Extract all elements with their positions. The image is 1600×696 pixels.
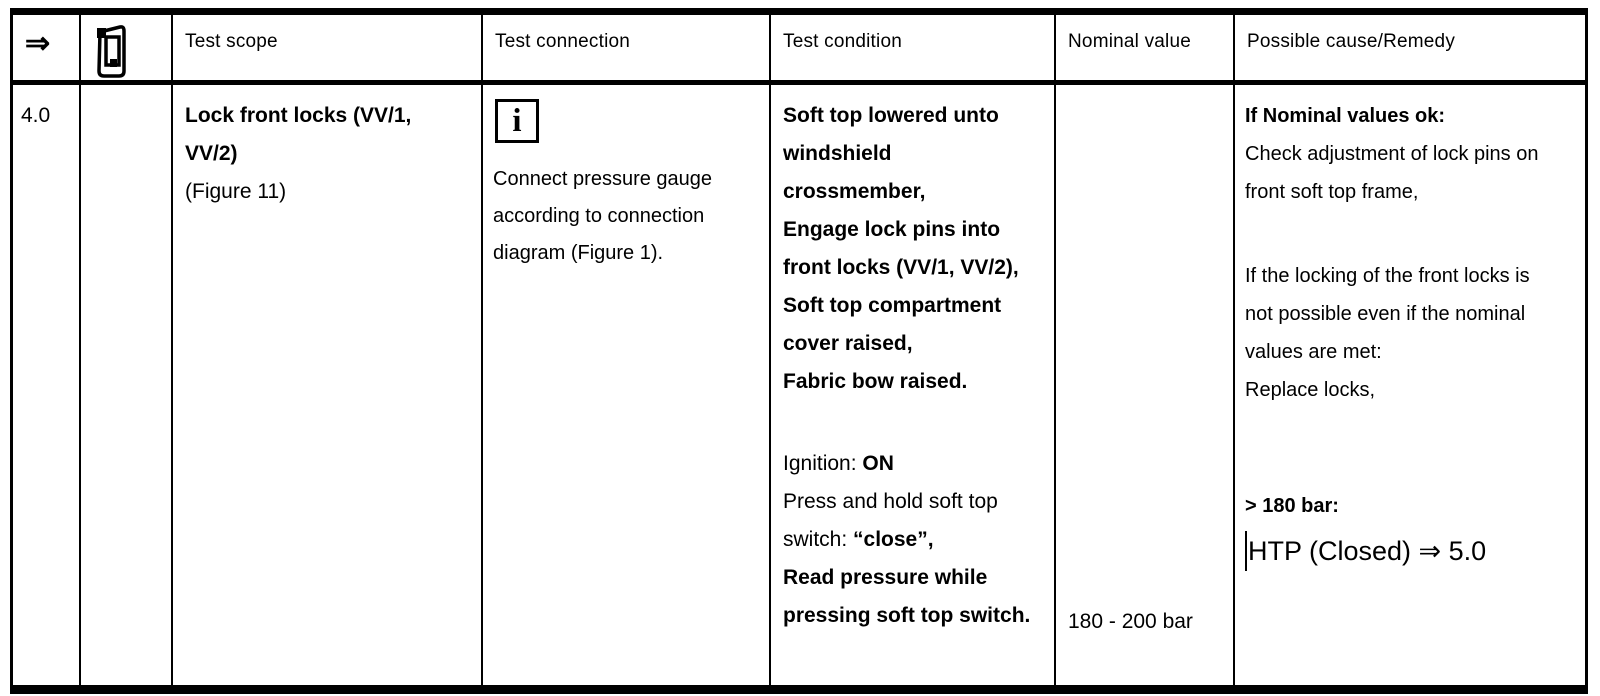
test-condition-text: Soft top lowered unto	[783, 104, 999, 127]
test-condition-text: Read pressure while	[783, 566, 988, 589]
info-icon: i	[495, 99, 539, 143]
info-icon-glyph: i	[512, 102, 522, 139]
test-scope-title: Lock front locks (VV/1,	[185, 104, 412, 127]
switch-label: switch:	[783, 528, 854, 551]
header-test-condition: Test condition	[769, 15, 1054, 85]
header-tester-column	[79, 15, 171, 85]
test-condition-text: windshield	[783, 142, 892, 165]
pressure-threshold-heading: > 180 bar:	[1245, 495, 1339, 517]
remedy-text: not possible even if the nominal	[1245, 303, 1526, 325]
test-scope-cell: Lock front locks (VV/1, VV/2) (Figure 11…	[171, 85, 481, 685]
figure-reference: (Figure 11)	[185, 180, 287, 203]
step-number: 4.0	[21, 104, 51, 127]
test-connection-text: diagram (Figure 1).	[493, 242, 664, 264]
header-nominal-value: Nominal value	[1054, 15, 1233, 85]
test-condition-text: crossmember,	[783, 180, 926, 203]
test-scope-title: VV/2)	[185, 142, 238, 165]
test-condition-text: Soft top compartment	[783, 294, 1002, 317]
nominal-value-cell: 180 - 200 bar	[1054, 85, 1233, 685]
test-connection-text: according to connection	[493, 205, 705, 227]
test-condition-text: Fabric bow raised.	[783, 370, 968, 393]
ignition-state-line: Ignition: ON	[783, 445, 1042, 483]
pressure-action: HTP (Closed) ⇒ 5.0	[1245, 531, 1486, 571]
header-test-connection: Test connection	[481, 15, 769, 85]
test-condition-text: cover raised,	[783, 332, 913, 355]
remedy-heading: If Nominal values ok:	[1245, 105, 1446, 127]
diagnostic-test-table: ⇒ Test scope Test connection Test condit…	[10, 8, 1588, 694]
remedy-text: values are met:	[1245, 341, 1382, 363]
test-condition-text: Engage lock pins into	[783, 218, 1001, 241]
remedy-text: Check adjustment of lock pins on	[1245, 143, 1539, 165]
hand-tester-icon	[97, 25, 126, 78]
header-step-column: ⇒	[13, 15, 79, 85]
test-connection-cell: i Connect pressure gauge according to co…	[481, 85, 769, 685]
double-arrow-icon: ⇒	[25, 27, 51, 60]
test-condition-cell: Soft top lowered unto windshield crossme…	[769, 85, 1054, 685]
possible-cause-remedy-cell: If Nominal values ok: Check adjustment o…	[1233, 85, 1585, 685]
header-test-scope: Test scope	[171, 15, 481, 85]
remedy-text: front soft top frame,	[1245, 181, 1419, 203]
nominal-value: 180 - 200 bar	[1068, 610, 1193, 633]
test-condition-text: Press and hold soft top	[783, 490, 998, 513]
switch-action-line: switch: “close”,	[783, 521, 1042, 559]
header-possible-cause-remedy: Possible cause/Remedy	[1233, 15, 1585, 85]
remedy-text: If the locking of the front locks is	[1245, 265, 1530, 287]
test-condition-text: front locks (VV/1, VV/2),	[783, 256, 1019, 279]
test-condition-text: pressing soft top switch.	[783, 604, 1031, 627]
tester-column-cell	[79, 85, 171, 685]
remedy-text: Replace locks,	[1245, 379, 1376, 401]
ignition-value: ON	[862, 452, 894, 475]
switch-value: “close”,	[853, 528, 934, 551]
ignition-label: Ignition:	[783, 452, 863, 475]
step-number-cell: 4.0	[13, 85, 79, 685]
test-connection-text: Connect pressure gauge	[493, 168, 713, 190]
